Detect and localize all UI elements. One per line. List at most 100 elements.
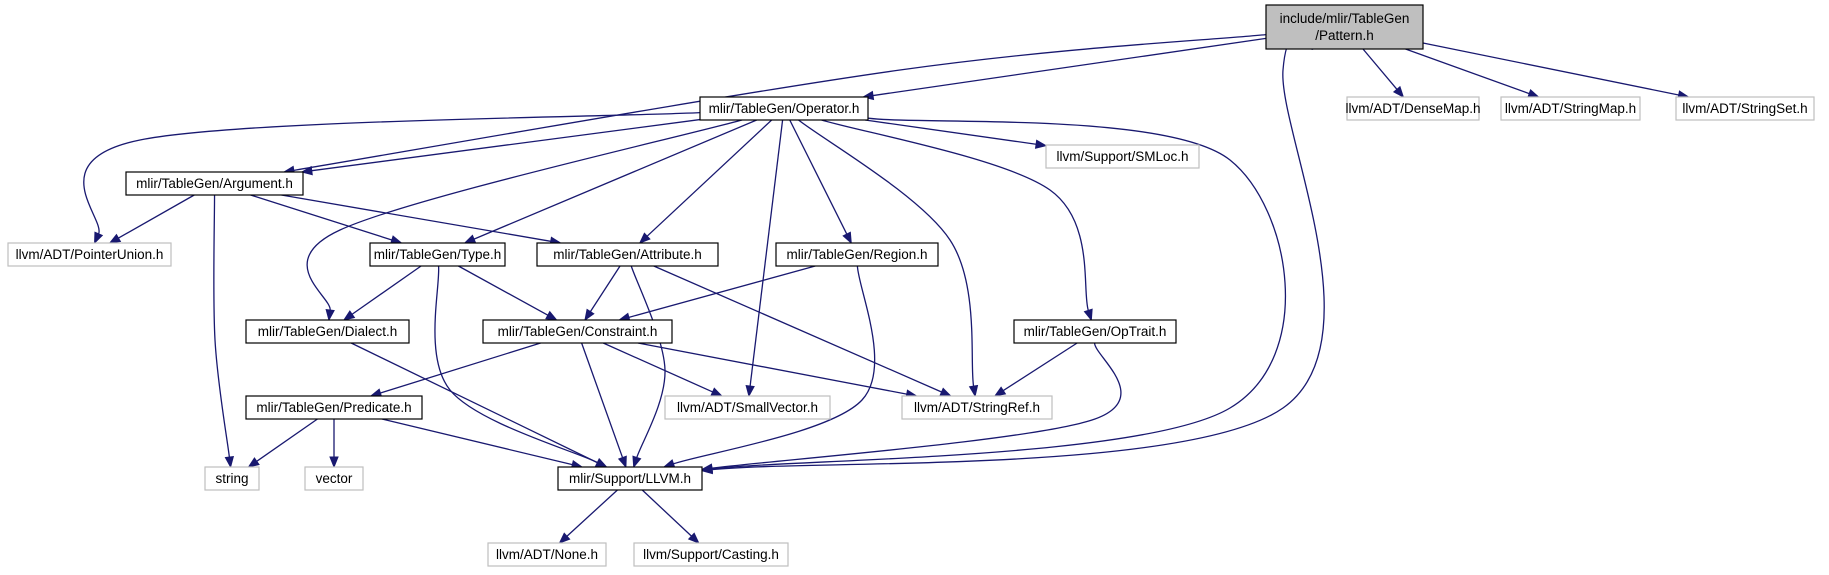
node-pointerunion: llvm/ADT/PointerUnion.h xyxy=(7,242,172,267)
edge-argument-to-pointerunion xyxy=(108,194,195,244)
edge-arrowhead xyxy=(993,386,1007,397)
node-constraint[interactable]: mlir/TableGen/Constraint.h xyxy=(482,319,673,344)
edge-line xyxy=(653,265,942,393)
node-label: mlir/TableGen/Region.h xyxy=(786,247,927,262)
node-label: mlir/TableGen/OpTrait.h xyxy=(1024,324,1167,339)
edge-line xyxy=(1405,48,1530,95)
edge-arrowhead xyxy=(94,231,104,245)
node-operator[interactable]: mlir/TableGen/Operator.h xyxy=(699,96,869,121)
nodes-layer: include/mlir/TableGen/Pattern.hmlir/Tabl… xyxy=(7,4,1815,567)
edge-line xyxy=(458,265,549,316)
node-label: mlir/TableGen/Dialect.h xyxy=(258,324,398,339)
edge-line xyxy=(637,342,907,395)
edge-operator-to-smallvector xyxy=(745,119,784,398)
edge-arrowhead xyxy=(108,233,122,244)
node-label: llvm/ADT/SmallVector.h xyxy=(677,400,818,415)
node-optrait[interactable]: mlir/TableGen/OpTrait.h xyxy=(1013,319,1177,344)
edge-optrait-to-stringref xyxy=(993,342,1078,397)
edge-line xyxy=(711,342,1122,469)
node-box xyxy=(245,319,410,344)
node-stringref: llvm/ADT/StringRef.h xyxy=(901,395,1053,420)
edge-type-to-constraint xyxy=(458,265,558,321)
node-region[interactable]: mlir/TableGen/Region.h xyxy=(775,242,939,267)
node-label: llvm/Support/Casting.h xyxy=(643,547,779,562)
edge-line xyxy=(566,489,618,537)
node-stringmap: llvm/ADT/StringMap.h xyxy=(1500,96,1641,121)
edge-line xyxy=(473,119,757,240)
node-label: mlir/TableGen/Type.h xyxy=(374,247,502,262)
node-box xyxy=(369,242,506,267)
node-string: string xyxy=(204,466,260,491)
edge-line xyxy=(749,119,784,387)
node-llvm[interactable]: mlir/Support/LLVM.h xyxy=(557,466,703,491)
node-box xyxy=(125,171,304,196)
edge-line xyxy=(1422,42,1679,96)
edge-arrowhead xyxy=(247,457,260,468)
node-box xyxy=(245,395,423,420)
edge-arrowhead xyxy=(300,165,313,176)
edge-arrowhead xyxy=(968,384,979,398)
node-smallvector: llvm/ADT/SmallVector.h xyxy=(664,395,831,420)
edges-layer xyxy=(83,33,1690,544)
edge-line xyxy=(789,119,848,235)
node-box xyxy=(304,466,364,491)
edge-operator-to-smloc xyxy=(865,119,1048,149)
node-label: llvm/Support/SMLoc.h xyxy=(1056,149,1188,164)
node-box xyxy=(1045,144,1200,169)
node-box xyxy=(664,395,831,420)
edge-line xyxy=(350,342,598,464)
edge-operator-to-pointerunion xyxy=(83,111,701,245)
edge-arrowhead xyxy=(1083,308,1093,322)
node-predicate[interactable]: mlir/TableGen/Predicate.h xyxy=(245,395,423,420)
edge-line xyxy=(798,119,975,387)
edge-region-to-llvm xyxy=(662,265,876,469)
node-attribute[interactable]: mlir/TableGen/Attribute.h xyxy=(536,242,719,267)
edge-type-to-llvm xyxy=(434,265,608,468)
edge-operator-to-optrait xyxy=(821,119,1093,322)
edge-arrowhead xyxy=(463,234,477,244)
edge-type-to-dialect xyxy=(342,265,422,321)
node-argument[interactable]: mlir/TableGen/Argument.h xyxy=(125,171,304,196)
edge-line xyxy=(872,37,1267,97)
edge-line xyxy=(628,265,816,318)
node-label: mlir/TableGen/Attribute.h xyxy=(553,247,702,262)
edge-pattern-to-stringset xyxy=(1422,42,1690,100)
edge-arrowhead xyxy=(939,387,952,397)
node-box xyxy=(1675,96,1815,121)
edge-arrowhead xyxy=(687,532,700,544)
node-label: string xyxy=(215,471,248,486)
edge-operator-to-stringref xyxy=(798,119,979,398)
edge-line xyxy=(646,119,773,237)
edge-line xyxy=(83,111,701,235)
edge-line xyxy=(351,265,422,315)
edge-arrowhead xyxy=(584,308,595,322)
edge-arrowhead xyxy=(710,387,724,397)
edge-argument-to-string xyxy=(213,194,235,469)
edge-line xyxy=(865,119,1037,145)
node-type[interactable]: mlir/TableGen/Type.h xyxy=(369,242,506,267)
edge-operator-to-attribute xyxy=(638,119,773,244)
node-box xyxy=(1013,319,1177,344)
node-label: /Pattern.h xyxy=(1315,28,1374,43)
edge-pattern-to-operator xyxy=(861,37,1267,101)
edge-line xyxy=(673,265,876,465)
node-stringset: llvm/ADT/StringSet.h xyxy=(1675,96,1815,121)
edge-line xyxy=(1002,342,1078,392)
edge-arrowhead xyxy=(638,232,651,244)
edge-line xyxy=(434,265,598,464)
node-label: llvm/ADT/StringMap.h xyxy=(1505,101,1636,116)
edge-line xyxy=(589,265,621,312)
edge-operator-to-llvm xyxy=(700,117,1287,474)
edge-operator-to-type xyxy=(463,119,757,244)
node-dialect[interactable]: mlir/TableGen/Dialect.h xyxy=(245,319,410,344)
edge-arrowhead xyxy=(224,456,235,469)
edge-operator-to-argument xyxy=(300,118,701,176)
node-label: llvm/ADT/DenseMap.h xyxy=(1345,101,1480,116)
edge-line xyxy=(602,342,713,393)
edge-optrait-to-llvm xyxy=(700,342,1122,473)
node-box xyxy=(557,466,703,491)
node-label: mlir/Support/LLVM.h xyxy=(569,471,691,486)
edge-arrowhead xyxy=(632,455,642,469)
edge-arrowhead xyxy=(325,308,335,322)
